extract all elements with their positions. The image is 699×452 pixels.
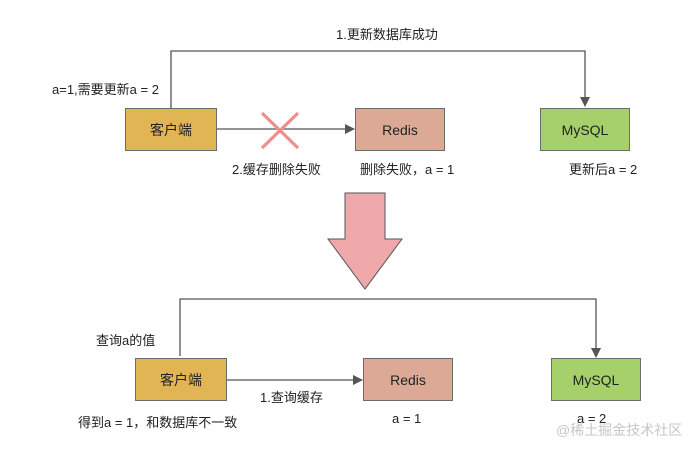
- bottom-query-db-arrow: [179, 298, 601, 358]
- top-redis-box: Redis: [355, 108, 445, 151]
- bottom-redis-note: a = 1: [392, 411, 422, 426]
- top-mysql-box: MySQL: [540, 108, 630, 151]
- bottom-query-label: 查询a的值: [96, 333, 156, 348]
- top-client-note: a=1,需要更新a = 2: [52, 82, 159, 97]
- top-client-box: 客户端: [125, 108, 217, 151]
- bottom-mysql-box: MySQL: [551, 358, 641, 401]
- top-mysql-note: 更新后a = 2: [569, 162, 638, 177]
- top-cache-delete-label: 2.缓存删除失败: [232, 162, 321, 177]
- top-update-db-arrow: [170, 50, 590, 108]
- transition-arrow: [327, 192, 403, 290]
- top-redis-note: 删除失败，a = 1: [360, 162, 455, 177]
- bottom-query-cache-label: 1.查询缓存: [260, 390, 323, 405]
- watermark-text: @稀土掘金技术社区: [556, 422, 683, 438]
- bottom-mysql-note: a = 2: [577, 411, 607, 426]
- bottom-client-box: 客户端: [135, 358, 227, 401]
- bottom-client-note: 得到a = 1，和数据库不一致: [78, 415, 238, 430]
- top-update-db-label: 1.更新数据库成功: [336, 27, 438, 42]
- failure-x-mark: [260, 111, 300, 150]
- bottom-redis-box: Redis: [363, 358, 453, 401]
